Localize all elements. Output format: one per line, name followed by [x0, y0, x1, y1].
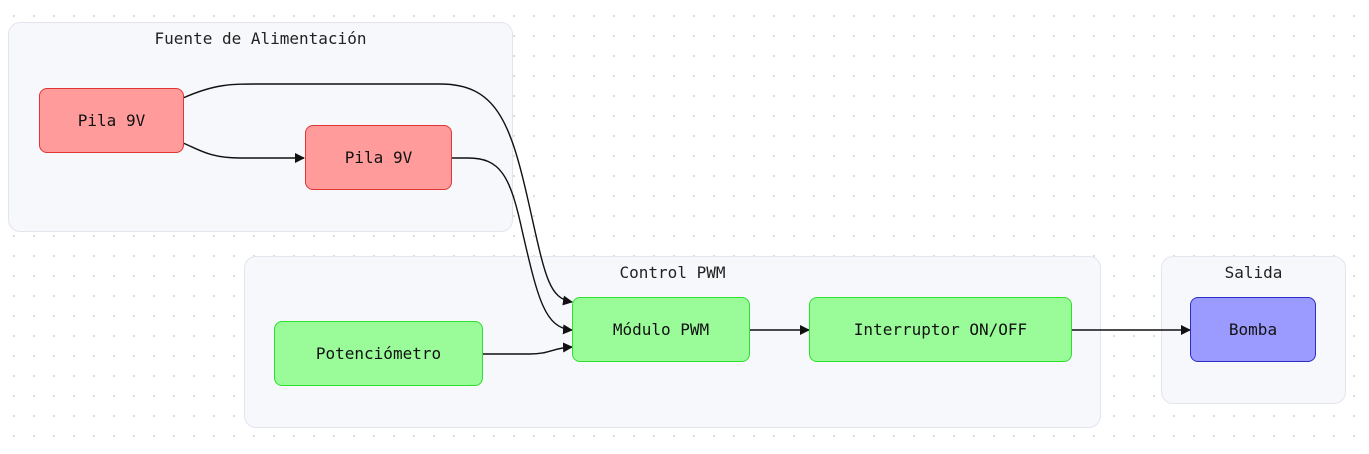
group-title-power-supply: Fuente de Alimentación	[154, 29, 367, 48]
group-title-output: Salida	[1224, 263, 1283, 282]
node-potentiometer-label: Potenciómetro	[315, 344, 442, 363]
node-pump-label: Bomba	[1228, 320, 1278, 339]
node-on-off-switch-label: Interruptor ON/OFF	[853, 320, 1028, 339]
node-battery-1-label: Pila 9V	[77, 111, 146, 130]
group-title-pwm-control: Control PWM	[619, 263, 726, 282]
node-pwm-module[interactable]: Módulo PWM	[572, 297, 750, 362]
node-battery-2-label: Pila 9V	[344, 148, 413, 167]
node-battery-2[interactable]: Pila 9V	[305, 125, 452, 190]
node-pwm-module-label: Módulo PWM	[612, 320, 710, 339]
node-pump[interactable]: Bomba	[1190, 297, 1316, 362]
node-on-off-switch[interactable]: Interruptor ON/OFF	[809, 297, 1072, 362]
node-potentiometer[interactable]: Potenciómetro	[274, 321, 483, 386]
node-battery-1[interactable]: Pila 9V	[39, 88, 184, 153]
